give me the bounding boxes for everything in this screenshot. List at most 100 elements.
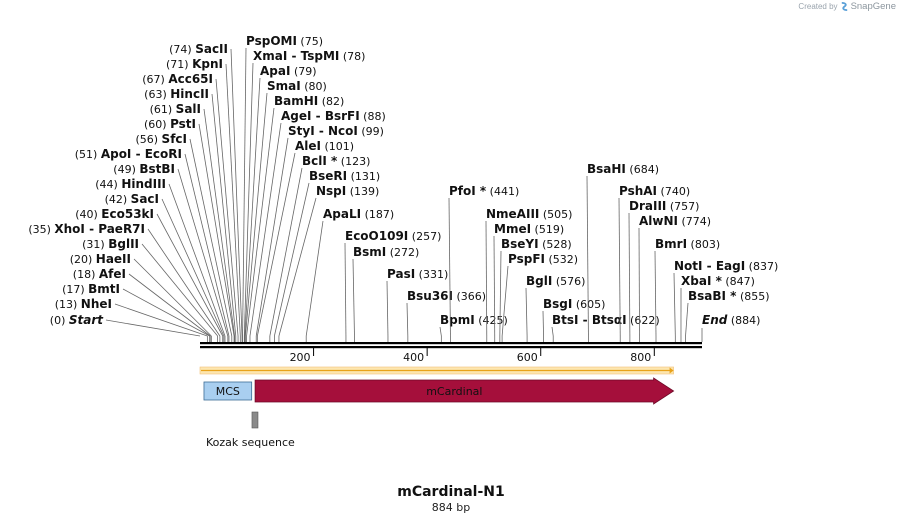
site-connector — [493, 235, 496, 337]
site-position: (56) — [135, 133, 161, 146]
mcardinal-feature[interactable] — [254, 377, 675, 405]
site-styi: StyI - NcoI (99) — [288, 124, 384, 138]
site-position: (272) — [386, 246, 419, 259]
site-position: (51) — [75, 148, 101, 161]
site-position: (88) — [360, 110, 386, 123]
site-label: BsaBI * — [688, 289, 737, 303]
site-label: Acc65I — [168, 72, 213, 86]
site-acc65i: (67) Acc65I — [142, 72, 213, 86]
backbone-top-strand — [200, 342, 702, 345]
site-position: (740) — [657, 185, 690, 198]
site-connector — [406, 302, 409, 337]
mcardinal-label: mCardinal — [426, 385, 482, 398]
site-position: (684) — [626, 163, 659, 176]
site-position: (123) — [337, 155, 370, 168]
site-position: (44) — [95, 178, 121, 191]
site-connector — [501, 265, 509, 337]
site-position: (31) — [82, 238, 108, 251]
site-position: (63) — [144, 88, 170, 101]
site-label: HindIII — [121, 177, 166, 191]
site-connector — [245, 92, 268, 337]
snapgene-credit: Created by SnapGene — [798, 1, 896, 12]
site-psti: (60) PstI — [144, 117, 196, 131]
site-connector — [439, 326, 442, 337]
site-pshai: PshAI (740) — [619, 184, 690, 198]
site-position: (13) — [55, 298, 81, 311]
site-connector — [344, 242, 347, 337]
site-connector — [618, 197, 621, 337]
site-sacii: (74) SacII — [169, 42, 228, 56]
site-label: PspOMI — [246, 34, 297, 48]
site-xmai: XmaI - TspMI (78) — [253, 49, 365, 63]
site-connector — [305, 220, 324, 337]
site-label: MmeI — [494, 222, 531, 236]
site-label: BmtI — [88, 282, 120, 296]
site-kpni: (71) KpnI — [166, 57, 223, 71]
site-bamhi: BamHI (82) — [274, 94, 344, 108]
site-connector — [628, 212, 631, 337]
site-position: (532) — [545, 253, 578, 266]
end-label: End (884) — [702, 313, 760, 327]
site-position: (82) — [318, 95, 344, 108]
site-connector — [215, 78, 239, 337]
site-label: BsaHI — [587, 162, 626, 176]
site-smai: SmaI (80) — [267, 79, 327, 93]
site-bmti: (17) BmtI — [62, 282, 120, 296]
site-position: (20) — [70, 253, 96, 266]
site-label: BseYI — [501, 237, 539, 251]
start-position: (0) — [50, 314, 69, 327]
site-position: (101) — [321, 140, 354, 153]
site-pasi: PasI (331) — [387, 267, 448, 281]
kozak-feature[interactable] — [251, 411, 259, 429]
site-position: (257) — [408, 230, 441, 243]
site-label: AfeI — [99, 267, 126, 281]
site-connector — [586, 175, 589, 337]
site-connector — [147, 228, 221, 337]
site-connector — [189, 138, 233, 337]
site-position: (576) — [552, 275, 585, 288]
site-draiii: DraIII (757) — [629, 199, 699, 213]
site-position: (366) — [453, 290, 486, 303]
site-label: BstBI — [139, 162, 175, 176]
site-connector — [225, 63, 241, 337]
site-position: (17) — [62, 283, 88, 296]
site-label: ApaI — [260, 64, 290, 78]
site-bsmi: BsmI (272) — [353, 245, 419, 259]
site-agei: AgeI - BsrFI (88) — [281, 109, 386, 123]
site-connector — [161, 198, 225, 337]
site-label: ApoI - EcoRI — [101, 147, 182, 161]
site-connector — [249, 122, 282, 337]
ruler-tick-label: 200 — [290, 351, 311, 364]
site-label: Eco53kI — [101, 207, 154, 221]
site-label: SfcI — [162, 132, 187, 146]
site-connector — [128, 273, 211, 337]
site-position: (425) — [475, 314, 508, 327]
site-label: BsmI — [353, 245, 386, 259]
site-position: (18) — [73, 268, 99, 281]
site-connector — [203, 108, 236, 337]
site-label: PspFI — [508, 252, 545, 266]
site-position: (187) — [361, 208, 394, 221]
site-bgli: BglI (576) — [526, 274, 585, 288]
site-xhoi: (35) XhoI - PaeR7I — [28, 222, 145, 236]
site-eco53ki: (40) Eco53kI — [75, 207, 154, 221]
site-position: (855) — [736, 290, 769, 303]
ruler-tick-label: 800 — [630, 351, 651, 364]
site-label: NotI - EagI — [674, 259, 745, 273]
ruler-tick-label: 600 — [517, 351, 538, 364]
site-connector — [352, 258, 355, 337]
site-bsabi: BsaBI * (855) — [688, 289, 770, 303]
site-nhei: (13) NheI — [55, 297, 112, 311]
site-label: SmaI — [267, 79, 301, 93]
site-label: PstI — [170, 117, 196, 131]
site-connector — [269, 167, 303, 337]
backbone-bottom-strand — [200, 346, 702, 349]
site-position: (139) — [346, 185, 379, 198]
site-label: NspI — [316, 184, 346, 198]
mcs-feature[interactable] — [203, 381, 253, 401]
site-label: XbaI * — [681, 274, 723, 288]
site-label: BsgI — [543, 297, 572, 311]
site-label: PfoI * — [449, 184, 487, 198]
site-bseri: BseRI (131) — [309, 169, 380, 183]
